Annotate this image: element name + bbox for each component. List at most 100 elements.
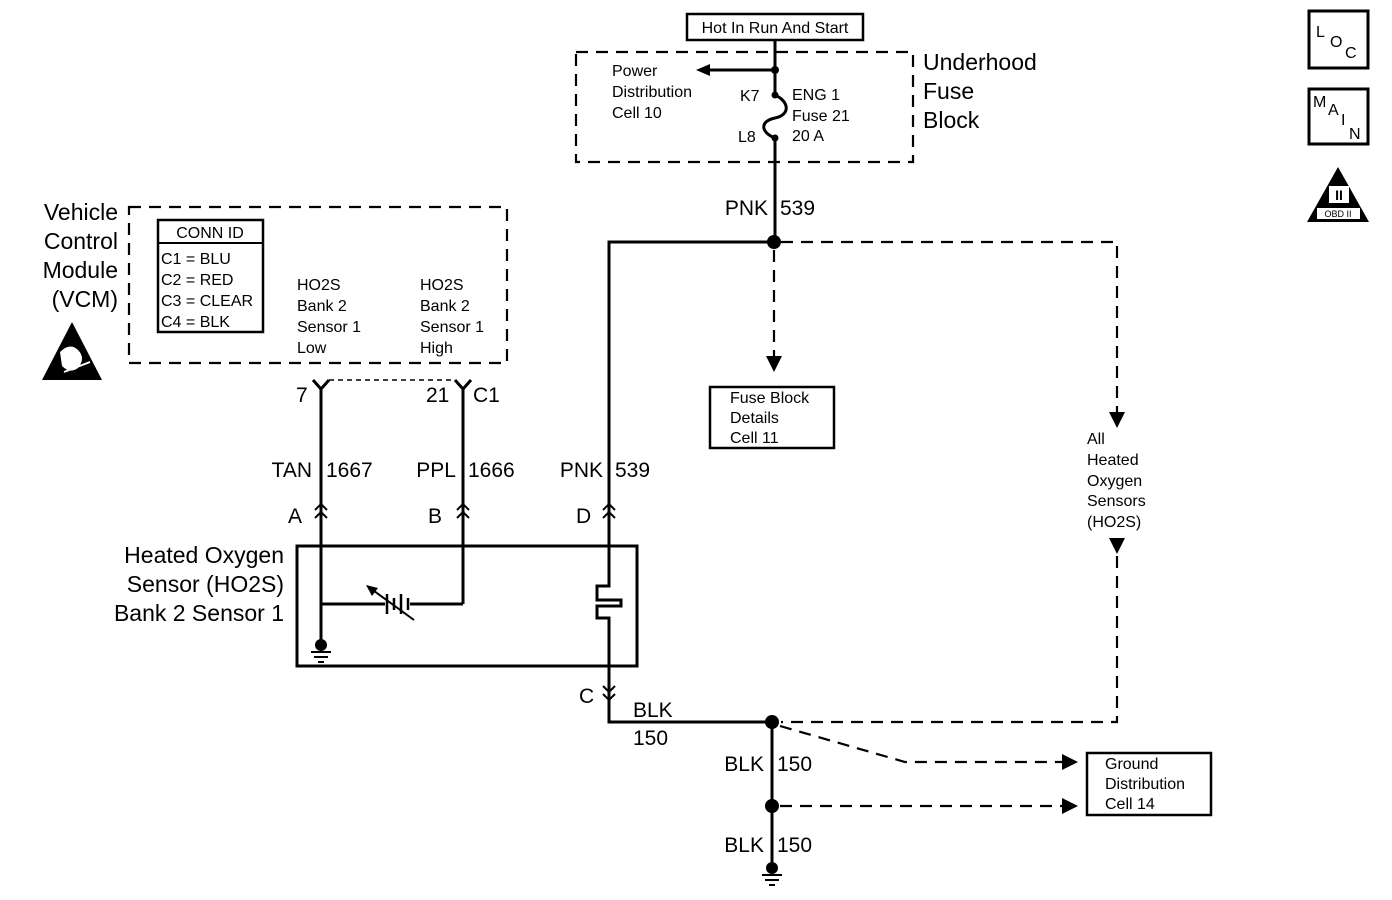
wire-label-pnk-539: PNK 539 — [560, 459, 650, 482]
ground-distribution-branch-1 — [779, 724, 1064, 764]
svg-text:C4 = BLK: C4 = BLK — [161, 314, 230, 331]
svg-text:Sensor (HO2S): Sensor (HO2S) — [127, 571, 284, 597]
svg-text:CONN ID: CONN ID — [176, 225, 244, 242]
fuse-label: ENG 1 Fuse 21 20 A — [792, 87, 850, 145]
underhood-fuse-block-outline — [574, 50, 915, 164]
svg-text:(VCM): (VCM) — [52, 286, 118, 312]
svg-text:Heated Oxygen: Heated Oxygen — [124, 542, 284, 568]
loc-icon[interactable]: L O C — [1307, 9, 1370, 70]
main-icon[interactable]: M A I N — [1307, 87, 1370, 146]
arrow-down-icon — [1109, 412, 1125, 428]
svg-text:C: C — [1345, 45, 1357, 62]
svg-text:II: II — [1335, 187, 1343, 203]
svg-text:Heated: Heated — [1087, 452, 1139, 469]
ho2s-high-label: HO2S Bank 2 Sensor 1 High — [420, 277, 484, 357]
all-heated-oxygen-sensors-ref: All Heated Oxygen Sensors (HO2S) — [1087, 431, 1146, 531]
svg-text:Bank 2 Sensor 1: Bank 2 Sensor 1 — [114, 600, 284, 626]
ground-icon — [311, 639, 331, 663]
sensor-label: Heated Oxygen Sensor (HO2S) Bank 2 Senso… — [114, 542, 284, 626]
svg-text:PPL: PPL — [416, 459, 456, 482]
ho2s-low-label: HO2S Bank 2 Sensor 1 Low — [297, 277, 361, 357]
svg-text:Module: Module — [43, 257, 118, 283]
arrow-right-icon — [1062, 798, 1078, 814]
svg-text:C2 = RED: C2 = RED — [161, 272, 233, 289]
pin-c: C — [579, 685, 594, 708]
svg-text:Sensor 1: Sensor 1 — [420, 319, 484, 336]
svg-text:L: L — [1316, 24, 1325, 41]
heater-element-symbol — [595, 505, 623, 700]
svg-text:HO2S: HO2S — [420, 277, 464, 294]
conn-id-table: CONN ID C1 = BLU C2 = RED C3 = CLEAR C4 … — [156, 218, 265, 334]
svg-text:I: I — [1341, 112, 1345, 129]
svg-text:Oxygen: Oxygen — [1087, 473, 1142, 490]
svg-text:539: 539 — [615, 459, 650, 482]
svg-text:PNK: PNK — [725, 197, 768, 220]
svg-text:Fuse Block: Fuse Block — [730, 390, 810, 407]
svg-text:ENG 1: ENG 1 — [792, 87, 840, 104]
svg-text:N: N — [1349, 126, 1361, 143]
svg-text:BLK: BLK — [633, 699, 673, 722]
vcm-label: Vehicle Control Module (VCM) — [43, 199, 118, 312]
vcm-outline — [127, 205, 509, 365]
svg-text:Details: Details — [730, 410, 779, 427]
svg-text:(HO2S): (HO2S) — [1087, 514, 1141, 531]
hot-in-run-label: Hot In Run And Start — [685, 12, 865, 42]
ground-icon — [762, 862, 782, 886]
svg-text:All: All — [1087, 431, 1105, 448]
fuse-block-details-ref: Fuse Block Details Cell 11 — [708, 385, 836, 450]
sensor-element-symbol — [321, 585, 463, 621]
svg-text:Fuse: Fuse — [923, 78, 974, 104]
wire-label-pnk-539-top: PNK 539 — [725, 197, 815, 220]
underhood-fuse-block-label: Underhood Fuse Block — [923, 49, 1037, 133]
svg-text:C3 = CLEAR: C3 = CLEAR — [161, 293, 253, 310]
svg-text:Hot In Run And Start: Hot In Run And Start — [702, 20, 849, 37]
blk-ground-wire — [607, 700, 772, 724]
ground-distribution-ref: Ground Distribution Cell 14 — [1085, 751, 1213, 817]
svg-text:BLK: BLK — [724, 834, 764, 857]
pin-b: B — [428, 505, 442, 528]
svg-text:Underhood: Underhood — [923, 49, 1037, 75]
arrow-down-icon — [766, 356, 782, 372]
sensor-outline — [295, 544, 639, 668]
svg-text:Cell 14: Cell 14 — [1105, 796, 1155, 813]
svg-text:Ground: Ground — [1105, 756, 1158, 773]
wire-label-blk-150-b: BLK 150 — [724, 753, 812, 776]
svg-text:OBD II: OBD II — [1324, 209, 1351, 219]
esd-warning-icon — [42, 322, 102, 380]
svg-text:Control: Control — [44, 228, 118, 254]
all-sensors-branch — [781, 240, 1119, 414]
svg-text:150: 150 — [777, 753, 812, 776]
svg-text:Block: Block — [923, 107, 980, 133]
wire-label-ppl-1666: PPL 1666 — [416, 459, 514, 482]
svg-text:Fuse 21: Fuse 21 — [792, 108, 850, 125]
svg-text:150: 150 — [633, 727, 668, 750]
wire-label-blk-150-a: BLK 150 — [633, 699, 673, 750]
svg-text:Bank 2: Bank 2 — [297, 298, 347, 315]
svg-text:Low: Low — [297, 340, 327, 357]
pnk-wire-to-sensor — [607, 240, 774, 505]
svg-text:High: High — [420, 340, 453, 357]
svg-text:BLK: BLK — [724, 753, 764, 776]
arrow-down-icon — [1109, 538, 1125, 554]
terminal-k7: K7 — [740, 88, 760, 105]
svg-text:O: O — [1330, 34, 1342, 51]
fuse-symbol — [762, 91, 788, 142]
svg-text:539: 539 — [780, 197, 815, 220]
obd-ii-icon[interactable]: II OBD II — [1307, 167, 1369, 222]
svg-text:HO2S: HO2S — [297, 277, 341, 294]
svg-text:Sensors: Sensors — [1087, 493, 1146, 510]
wire-label-tan-1667: TAN 1667 — [272, 459, 373, 482]
svg-text:Distribution: Distribution — [612, 84, 692, 101]
arrow-right-icon — [1062, 754, 1078, 770]
arrow-left-icon — [696, 64, 710, 76]
svg-text:M: M — [1313, 94, 1326, 111]
pin-d: D — [576, 505, 591, 528]
svg-text:1666: 1666 — [468, 459, 515, 482]
svg-text:Bank 2: Bank 2 — [420, 298, 470, 315]
svg-text:20 A: 20 A — [792, 128, 824, 145]
svg-text:Sensor 1: Sensor 1 — [297, 319, 361, 336]
terminal-l8: L8 — [738, 129, 756, 146]
svg-text:Vehicle: Vehicle — [44, 199, 118, 225]
svg-text:Cell 10: Cell 10 — [612, 105, 662, 122]
